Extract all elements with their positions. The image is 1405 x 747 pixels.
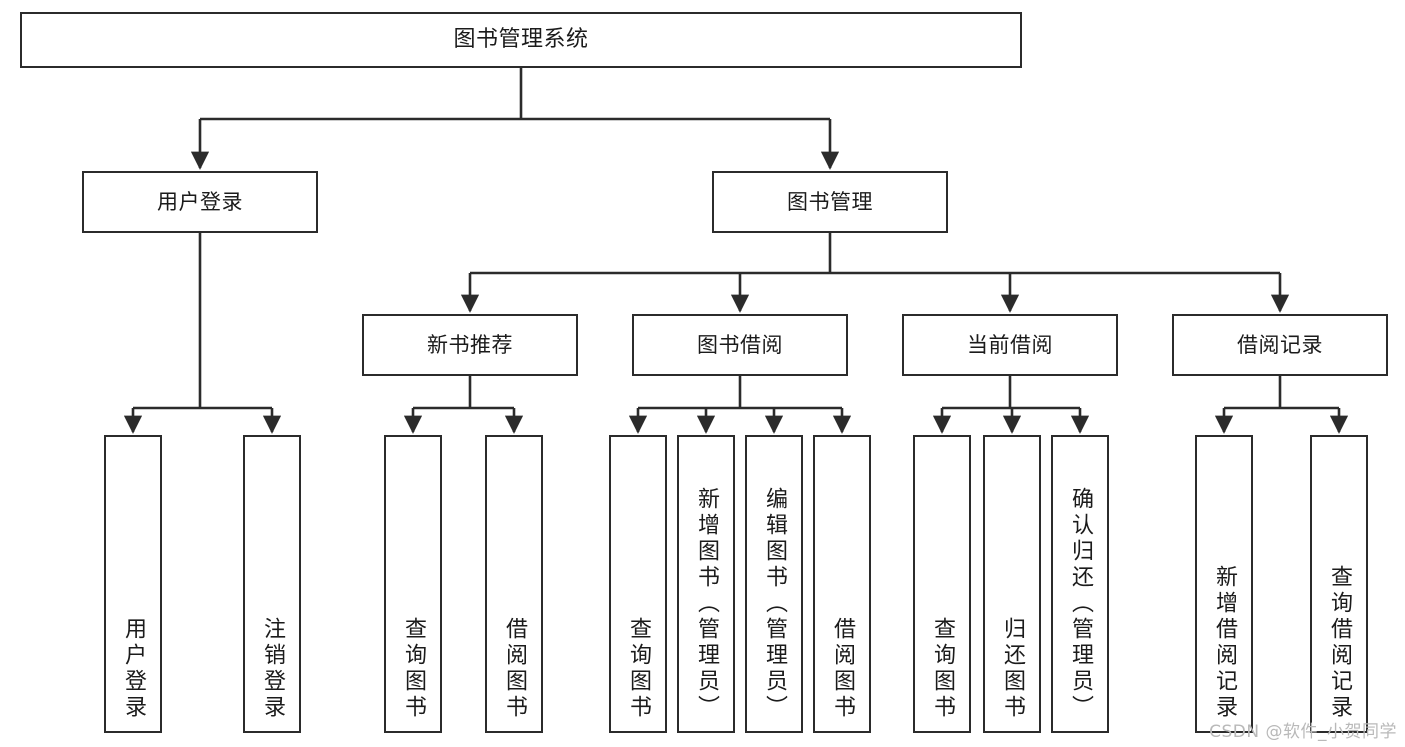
node-leaf-borrow-book-2[interactable]: 借阅图书	[813, 435, 871, 733]
node-current-borrow[interactable]: 当前借阅	[902, 314, 1118, 376]
node-leaf-confirm-return-label: 确认归还（管理员）	[1068, 487, 1093, 721]
watermark: CSDN @软件_小贺同学	[1209, 722, 1397, 742]
node-leaf-query-book-3-label: 查询图书	[930, 617, 955, 721]
node-root[interactable]: 图书管理系统	[20, 12, 1022, 68]
node-new-book-recommend[interactable]: 新书推荐	[362, 314, 578, 376]
node-borrow-record[interactable]: 借阅记录	[1172, 314, 1388, 376]
node-leaf-add-record-label: 新增借阅记录	[1212, 565, 1237, 721]
node-leaf-query-book-2[interactable]: 查询图书	[609, 435, 667, 733]
node-root-label: 图书管理系统	[453, 27, 589, 53]
node-leaf-edit-book[interactable]: 编辑图书（管理员）	[745, 435, 803, 733]
node-book-management-label: 图书管理	[787, 189, 873, 214]
node-leaf-query-book-1[interactable]: 查询图书	[384, 435, 442, 733]
node-new-book-recommend-label: 新书推荐	[427, 332, 513, 357]
node-leaf-query-record[interactable]: 查询借阅记录	[1310, 435, 1368, 733]
node-current-borrow-label: 当前借阅	[967, 332, 1053, 357]
node-leaf-borrow-book-1[interactable]: 借阅图书	[485, 435, 543, 733]
node-leaf-add-book-label: 新增图书（管理员）	[694, 487, 719, 721]
node-leaf-add-book[interactable]: 新增图书（管理员）	[677, 435, 735, 733]
node-leaf-borrow-book-1-label: 借阅图书	[502, 617, 527, 721]
node-leaf-query-book-3[interactable]: 查询图书	[913, 435, 971, 733]
node-leaf-logout-login[interactable]: 注销登录	[243, 435, 301, 733]
node-leaf-return-book[interactable]: 归还图书	[983, 435, 1041, 733]
node-leaf-confirm-return[interactable]: 确认归还（管理员）	[1051, 435, 1109, 733]
node-borrow-record-label: 借阅记录	[1237, 332, 1323, 357]
node-leaf-query-book-2-label: 查询图书	[626, 617, 651, 721]
node-leaf-add-record[interactable]: 新增借阅记录	[1195, 435, 1253, 733]
node-leaf-borrow-book-2-label: 借阅图书	[830, 617, 855, 721]
node-book-borrow[interactable]: 图书借阅	[632, 314, 848, 376]
node-book-borrow-label: 图书借阅	[697, 332, 783, 357]
node-user-login-label: 用户登录	[157, 189, 243, 214]
node-leaf-user-login[interactable]: 用户登录	[104, 435, 162, 733]
node-leaf-edit-book-label: 编辑图书（管理员）	[762, 487, 787, 721]
node-leaf-user-login-label: 用户登录	[121, 617, 146, 721]
node-leaf-query-record-label: 查询借阅记录	[1327, 565, 1352, 721]
node-leaf-logout-login-label: 注销登录	[260, 617, 285, 721]
node-user-login[interactable]: 用户登录	[82, 171, 318, 233]
node-leaf-return-book-label: 归还图书	[1000, 617, 1025, 721]
node-book-management[interactable]: 图书管理	[712, 171, 948, 233]
node-leaf-query-book-1-label: 查询图书	[401, 617, 426, 721]
